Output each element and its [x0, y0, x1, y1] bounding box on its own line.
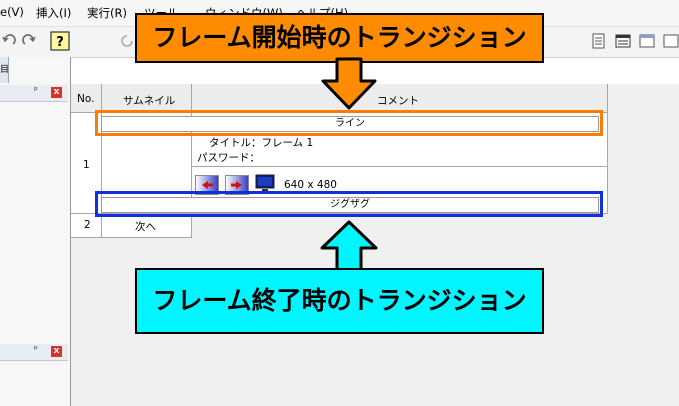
grid-line [192, 166, 607, 167]
close-icon[interactable]: x [51, 346, 62, 357]
header-no: No. [77, 93, 95, 105]
pin-icon[interactable]: ᵖ [34, 345, 38, 355]
frame-title: タイトル：フレーム 1 [209, 137, 314, 149]
panel-header-bottom: ᵖ x [0, 344, 68, 361]
row-number: 2 [84, 219, 91, 231]
close-icon[interactable]: x [51, 87, 62, 98]
down-arrow-icon [321, 57, 377, 110]
grid-line [71, 237, 192, 238]
page-icon[interactable] [590, 32, 608, 50]
frame-password: パスワード： [197, 152, 260, 164]
end-transition-callout: フレーム終了時のトランジション [135, 268, 544, 334]
table-row[interactable] [71, 213, 191, 237]
next-transition-button[interactable] [225, 175, 249, 195]
resolution-label: 640 x 480 [284, 179, 337, 191]
left-pane: 目 ᵖ x ᵖ x [0, 57, 71, 406]
frame-icon[interactable] [662, 32, 679, 50]
grid-line [607, 84, 608, 213]
prev-transition-button[interactable] [195, 175, 219, 195]
pin-icon[interactable]: ᵖ [34, 86, 38, 96]
window-icon[interactable] [638, 32, 656, 50]
up-arrow-icon [320, 220, 378, 272]
panel-header-top: ᵖ x [0, 85, 68, 102]
menu-insert[interactable]: 挿入(I) [36, 6, 72, 20]
start-transition-field[interactable]: ライン [101, 116, 599, 132]
start-transition-callout: フレーム開始時のトランジション [135, 13, 544, 63]
menu-view[interactable]: e(V) [0, 5, 24, 19]
thumbnail-next: 次へ [135, 221, 156, 233]
undo-icon[interactable] [0, 32, 18, 50]
grid-line [71, 213, 608, 214]
grid-line [101, 84, 102, 238]
refresh-icon[interactable] [118, 32, 136, 50]
pane-tab[interactable]: 目 [0, 57, 9, 83]
arrow-left-icon [202, 181, 213, 189]
help-icon[interactable]: ? [50, 31, 70, 51]
menu-run[interactable]: 実行(R) [87, 6, 127, 20]
redo-icon[interactable] [20, 32, 38, 50]
arrow-right-icon [231, 181, 242, 189]
row-number: 1 [83, 159, 90, 171]
header-comment: コメント [377, 95, 419, 107]
svg-text:?: ? [56, 35, 64, 50]
start-transition-highlight [95, 110, 603, 136]
header-thumbnail: サムネイル [123, 95, 176, 107]
end-transition-highlight [95, 191, 603, 217]
list-icon[interactable] [614, 32, 632, 50]
grid-line [191, 84, 192, 238]
end-transition-field[interactable]: ジグザグ [101, 197, 599, 213]
